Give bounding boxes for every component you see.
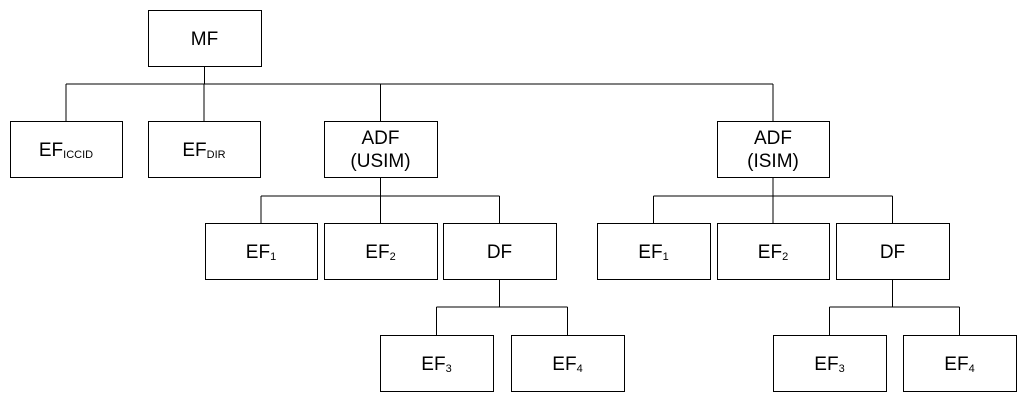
node-isim-ef2: EF2 (717, 223, 830, 280)
node-ef-iccid: EFICCID (10, 121, 123, 178)
node-label: MF (191, 29, 218, 50)
node-label: EF1 (246, 242, 276, 263)
node-label: DF (487, 242, 512, 263)
node-label-main: DF (880, 242, 905, 263)
node-label-main: EF (365, 242, 389, 263)
node-label: EF3 (421, 354, 451, 375)
node-label: EFICCID (39, 140, 93, 161)
node-box (324, 121, 438, 178)
node-label: EF3 (814, 354, 844, 375)
node-label-main: EF (182, 140, 206, 161)
node-label-main: EF (638, 242, 662, 263)
node-label: DF (880, 242, 905, 263)
node-label-line2: (USIM) (350, 151, 410, 172)
node-box (324, 223, 438, 280)
node-box (717, 223, 830, 280)
node-isim-ef4: EF4 (903, 335, 1017, 392)
node-isim-df: DF (836, 223, 950, 280)
node-label: ADF (362, 128, 400, 149)
node-box (511, 335, 625, 392)
node-usim-ef4: EF4 (511, 335, 625, 392)
node-label-main: EF (39, 140, 63, 161)
node-box (10, 121, 123, 178)
node-box (205, 223, 318, 280)
node-label-subscript: 4 (577, 363, 583, 375)
node-label-main: EF (246, 242, 270, 263)
node-label-main: EF (814, 354, 838, 375)
node-isim-ef1: EF1 (597, 223, 711, 280)
node-box (148, 10, 262, 67)
node-usim-ef1: EF1 (205, 223, 318, 280)
node-box (836, 223, 950, 280)
node-mf: MF (148, 10, 262, 67)
node-ef-dir: EFDIR (148, 121, 261, 178)
node-label-subscript: 4 (969, 363, 975, 375)
node-label-main: DF (487, 242, 512, 263)
node-label-subscript: 2 (782, 251, 788, 263)
node-label: EF2 (365, 242, 395, 263)
node-label-subscript: DIR (207, 149, 226, 161)
tree-connectors (65, 66, 960, 335)
node-box (597, 223, 711, 280)
node-box (148, 121, 261, 178)
node-label-main: EF (421, 354, 445, 375)
node-usim-ef3: EF3 (380, 335, 494, 392)
node-adf-usim: ADF(USIM) (324, 121, 438, 178)
node-label-subscript: 3 (839, 363, 845, 375)
node-label: EF4 (552, 354, 582, 375)
node-box (717, 121, 830, 178)
node-usim-df: DF (443, 223, 557, 280)
node-box (443, 223, 557, 280)
node-usim-ef2: EF2 (324, 223, 438, 280)
node-label-subscript: 3 (446, 363, 452, 375)
node-box (380, 335, 494, 392)
node-label-subscript: 1 (270, 251, 276, 263)
node-label-line2: (ISIM) (747, 151, 799, 172)
node-adf-isim: ADF(ISIM) (717, 121, 830, 178)
node-label-subscript: 2 (390, 251, 396, 263)
node-label-subscript: ICCID (63, 149, 93, 161)
node-label-main: EF (944, 354, 968, 375)
node-label: EF1 (638, 242, 668, 263)
node-box (773, 335, 887, 392)
node-label-subscript: 1 (663, 251, 669, 263)
node-label-main: MF (191, 29, 218, 50)
node-label: ADF (754, 128, 792, 149)
node-label: EF4 (944, 354, 974, 375)
node-label: EF2 (758, 242, 788, 263)
node-label: EFDIR (182, 140, 225, 161)
node-isim-ef3: EF3 (773, 335, 887, 392)
node-label-main: EF (758, 242, 782, 263)
node-label-main: EF (552, 354, 576, 375)
node-box (903, 335, 1017, 392)
